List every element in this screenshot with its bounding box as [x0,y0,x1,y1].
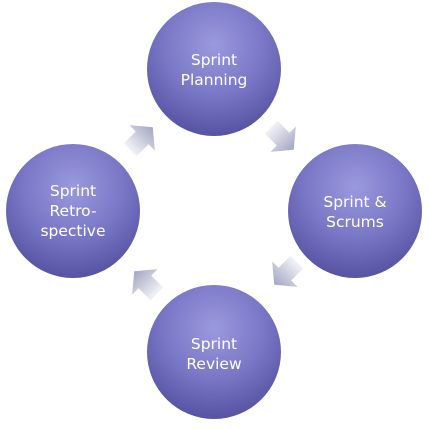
node-circle-planning [147,2,281,136]
node-circle-scrums [288,144,422,278]
arrow-planning-to-scrums [264,120,296,152]
arrow-review-to-retrospective [132,269,164,301]
node-circle-review [147,285,281,419]
node-circle-retrospective [6,144,140,278]
arrow-scrums-to-review [272,255,304,287]
arrow-retrospective-to-planning [123,125,155,157]
